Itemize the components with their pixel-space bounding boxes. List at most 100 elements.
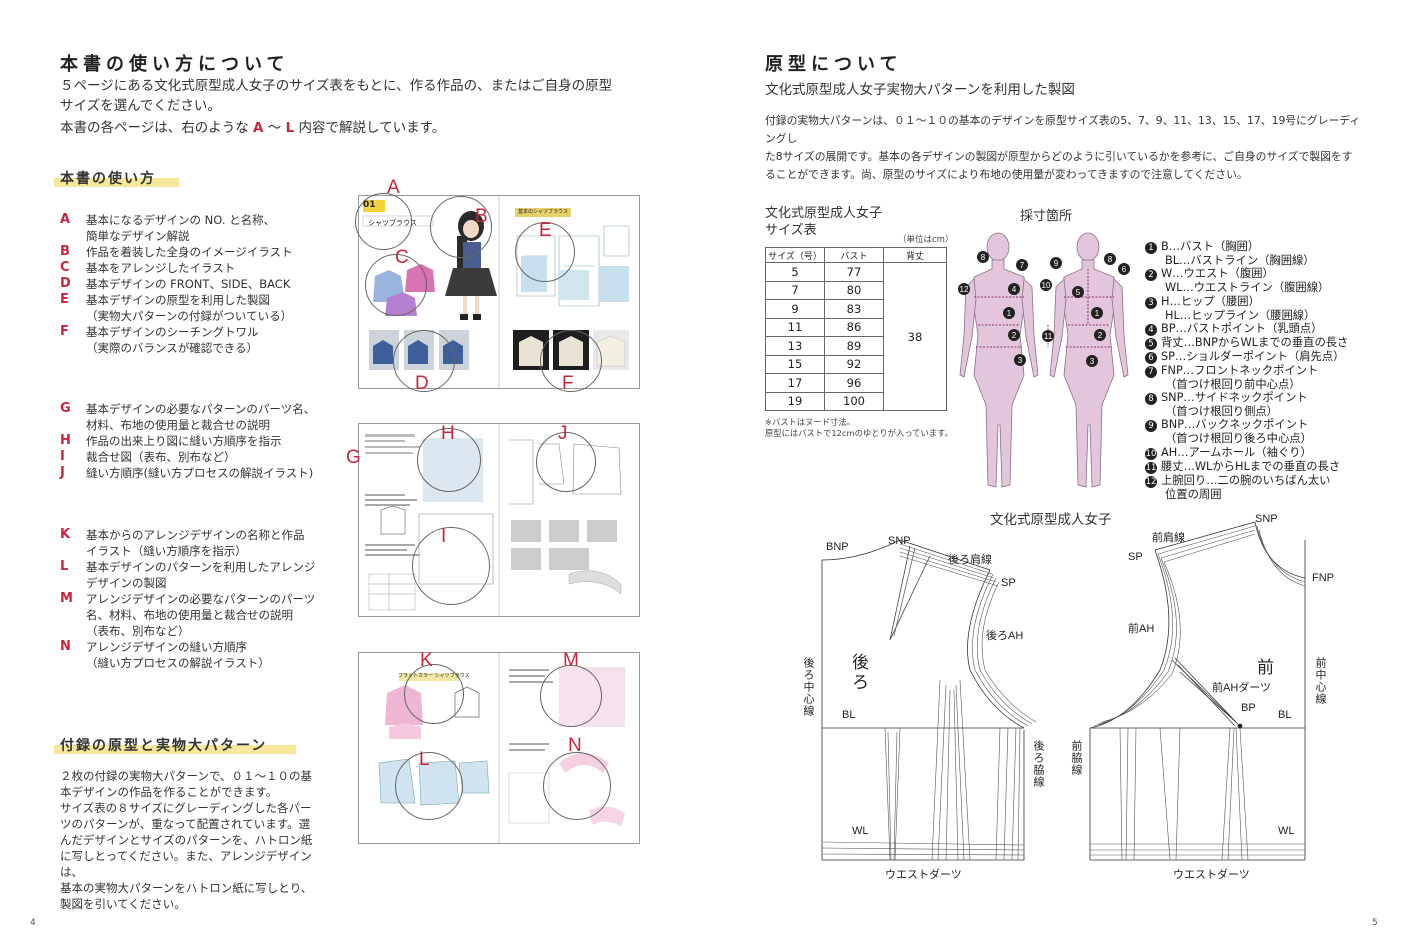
tag-f: F <box>562 373 574 394</box>
legend-item: G 基本デザインの必要なパターンのパーツ名、 材料、布地の使用量と裁合せの説明 <box>60 401 340 433</box>
thumb1-title: シャツブラウス <box>368 219 417 227</box>
label-bnp: BNP <box>826 541 849 553</box>
measure-number-badge: 4 <box>1145 323 1157 336</box>
intro-pre: 本書の各ページは、右のような <box>60 120 254 136</box>
legend-key: I <box>60 449 65 464</box>
tag-l: L <box>419 749 430 770</box>
measure-number <box>1145 254 1161 267</box>
measure-number: 12 <box>1145 474 1161 488</box>
legend-text: 基本からのアレンジデザインの名称と作品 イラスト（縫い方順序を指示） <box>86 528 305 558</box>
label-wl-back: WL <box>852 825 869 837</box>
legend-key: C <box>60 260 70 275</box>
measure-text: 位置の周囲 <box>1165 487 1222 501</box>
label-waist-dart-back: ウエストダーツ <box>885 869 962 881</box>
measure-number: 11 <box>1145 460 1161 474</box>
measure-number <box>1145 432 1161 445</box>
tag-a: A <box>387 177 400 198</box>
page-number-left: 4 <box>30 918 36 928</box>
measure-number-badge: 6 <box>1145 351 1157 364</box>
size-table-unit: （単位はcm） <box>898 235 954 245</box>
intro-a: A <box>253 120 264 136</box>
size-cell: 7 <box>765 280 825 300</box>
label-front: 前 <box>1257 658 1274 678</box>
label-sp-back: SP <box>1001 577 1016 589</box>
legend-text: 基本デザインの原型を利用した製図 （実物大パターンの付録がついている） <box>86 293 293 323</box>
legend-text: アレンジデザインの縫い方順序 （縫い方プロセスの解説イラスト） <box>86 640 270 670</box>
measure-number: 7 <box>1145 364 1161 378</box>
measure-number <box>1145 309 1161 322</box>
measure-number-badge: 1 <box>1145 242 1157 254</box>
label-waist-dart-front: ウエストダーツ <box>1173 869 1250 881</box>
size-table-title: 文化式原型成人女子 サイズ表 <box>765 205 882 239</box>
svg-text:2: 2 <box>1098 331 1103 340</box>
bust-cell: 96 <box>824 373 884 393</box>
measure-text: （首つけ根回り前中心点） <box>1165 377 1301 391</box>
legend-text: 基本デザインの必要なパターンのパーツ名、 材料、布地の使用量と裁合せの説明 <box>86 402 316 432</box>
th-size: サイズ（号） <box>765 247 825 263</box>
label-front-shoulder: 前肩線 <box>1152 532 1185 544</box>
sample-spread-2 <box>358 423 640 617</box>
legend-key: B <box>60 244 70 259</box>
svg-text:8: 8 <box>981 253 986 262</box>
tag-e: E <box>539 220 552 241</box>
label-bl-back: BL <box>842 709 856 721</box>
thumb3-title: フラットカラー シャツブラウス <box>398 673 470 679</box>
circle-l <box>395 752 463 820</box>
measure-item: HL…ヒップライン（腰囲線） <box>1145 309 1385 322</box>
legend-key: G <box>60 401 71 416</box>
right-page-title: 原型について <box>765 54 903 75</box>
intro-line-2: サイズを選んでください。 <box>60 98 221 114</box>
size-cell: 17 <box>765 373 825 393</box>
intro-text: ５ページにある文化式原型成人女子のサイズ表をもとに、作る作品の、またはご自身の原… <box>60 76 612 138</box>
measure-text: BNP…バックネックポイント <box>1161 418 1309 432</box>
tag-j: J <box>558 423 568 444</box>
measure-number-badge: 3 <box>1145 296 1157 309</box>
measure-number <box>1145 281 1161 294</box>
legend-key: L <box>60 559 69 574</box>
svg-text:2: 2 <box>1012 331 1017 340</box>
svg-text:11: 11 <box>1044 332 1053 341</box>
svg-text:1: 1 <box>1007 309 1012 318</box>
measure-item: （首つけ根回り後ろ中心点） <box>1145 432 1385 445</box>
measure-number: 9 <box>1145 418 1161 433</box>
appendix-highlight <box>54 745 296 754</box>
measure-text: SNP…サイドネックポイント <box>1161 391 1308 405</box>
th-bust: バスト <box>824 247 884 263</box>
intro-post: 内容で解説しています。 <box>294 120 446 136</box>
pattern-title: 文化式原型成人女子 <box>990 512 1112 528</box>
tag-k: K <box>420 650 433 671</box>
measure-number <box>1145 488 1161 501</box>
measure-number: 4 <box>1145 322 1161 336</box>
legend-key: H <box>60 433 71 448</box>
measure-number-badge: 11 <box>1145 461 1157 474</box>
measure-text: H…ヒップ（腰囲） <box>1161 294 1260 308</box>
label-back-center: 後ろ中心線 <box>802 657 815 717</box>
intro-line-1: ５ページにある文化式原型成人女子のサイズ表をもとに、作る作品の、またはご自身の原… <box>60 78 613 94</box>
bust-cell: 92 <box>824 354 884 374</box>
circle-a <box>355 193 412 250</box>
measure-item: （首つけ根回り側点） <box>1145 405 1385 418</box>
thumb1-number: 01 <box>363 200 376 210</box>
back-length-cell: 38 <box>883 262 947 411</box>
measure-number-badge: 2 <box>1145 269 1157 282</box>
size-cell: 9 <box>765 299 825 319</box>
size-cell: 15 <box>765 354 825 374</box>
measure-text: SP…ショルダーポイント（肩先点） <box>1161 349 1345 363</box>
bust-cell: 80 <box>824 280 884 300</box>
label-bp: BP <box>1241 702 1256 714</box>
measure-number: 1 <box>1145 240 1161 254</box>
measure-item: 6 SP…ショルダーポイント（肩先点） <box>1145 350 1385 364</box>
label-wl-front: WL <box>1278 825 1295 837</box>
legend-key: E <box>60 292 69 307</box>
